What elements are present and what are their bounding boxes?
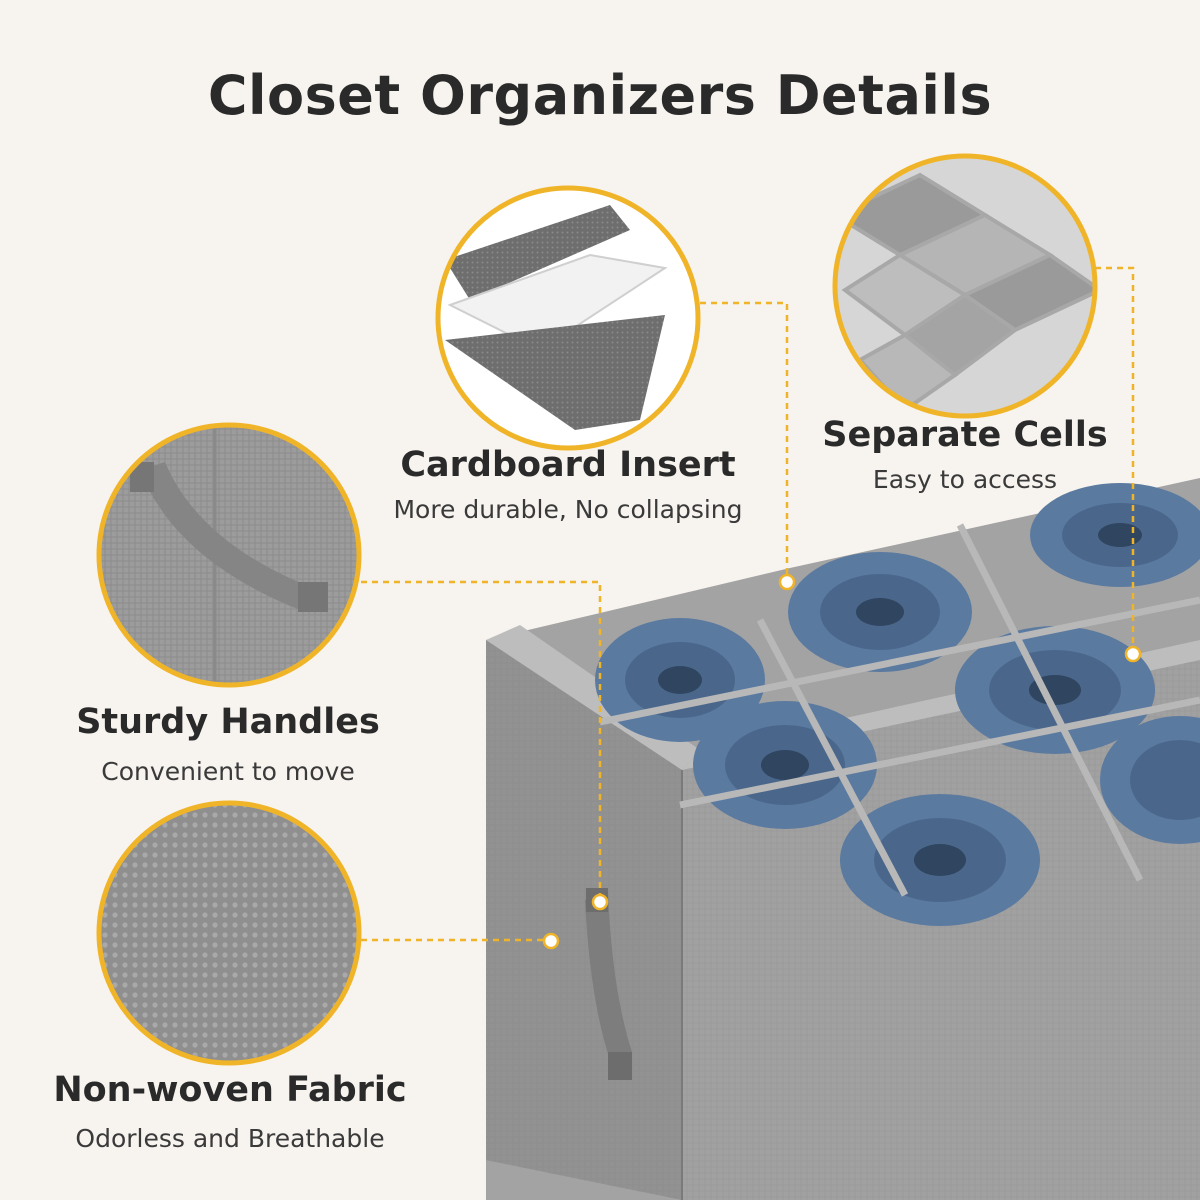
non-woven-fabric-circle: [96, 800, 362, 1066]
sturdy-handles-title: Sturdy Handles: [76, 702, 380, 742]
non-woven-fabric-title: Non-woven Fabric: [53, 1070, 407, 1110]
cardboard-insert-title: Cardboard Insert: [400, 445, 736, 485]
separate-cells-title: Separate Cells: [822, 415, 1108, 455]
cardboard-insert-circle: [435, 185, 701, 451]
callout-lines: [361, 266, 1135, 942]
storage-box: [486, 478, 1200, 1200]
sturdy-handles-subtitle: Convenient to move: [101, 757, 355, 786]
non-woven-fabric-subtitle: Odorless and Breathable: [75, 1124, 385, 1153]
cardboard-insert-subtitle: More durable, No collapsing: [393, 495, 743, 524]
page-title: Closet Organizers Details: [207, 64, 993, 127]
callout-dots: [542, 573, 1142, 950]
separate-cells-subtitle: Easy to access: [872, 465, 1058, 494]
box-handle: [585, 888, 632, 1080]
separate-cells-circle: [832, 153, 1098, 419]
sturdy-handles-circle: [96, 422, 362, 688]
box-dividers: [599, 523, 1200, 897]
